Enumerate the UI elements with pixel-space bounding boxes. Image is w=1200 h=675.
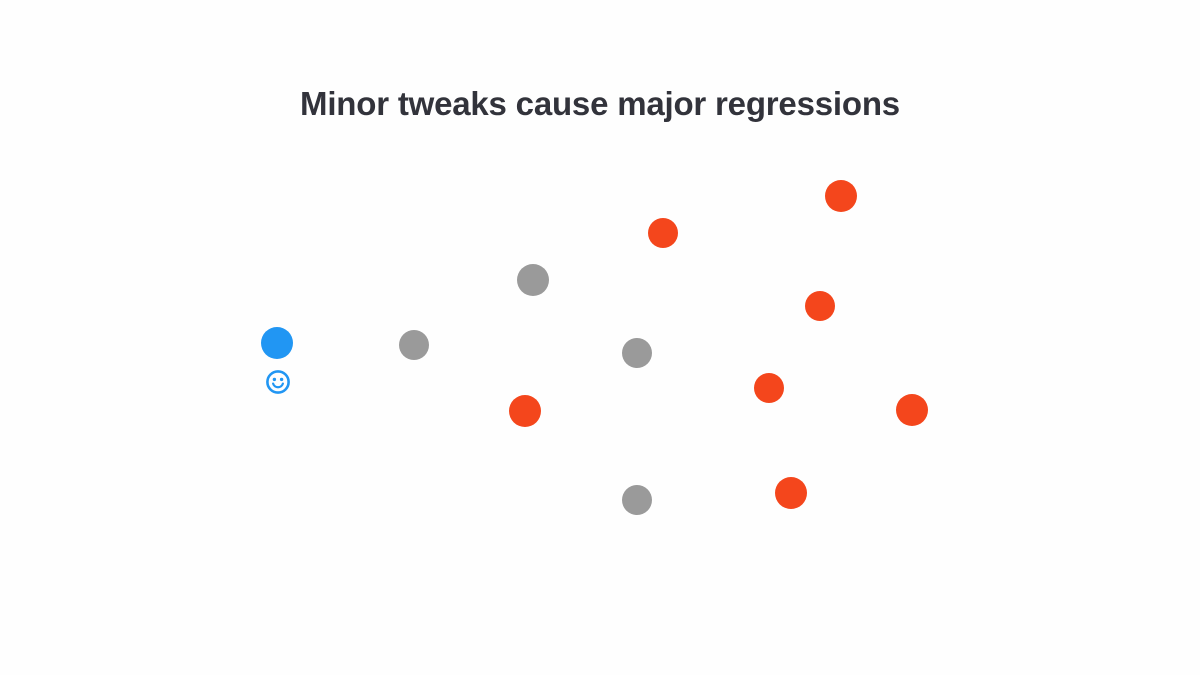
smiley-face-icon [266,370,290,394]
dot-regression [805,291,835,321]
dot-happy [261,327,293,359]
dot-regression [754,373,784,403]
dot-regression [896,394,928,426]
dot-neutral [622,338,652,368]
dot-regression [648,218,678,248]
dot-regression [825,180,857,212]
dot-neutral [399,330,429,360]
dot-neutral [517,264,549,296]
dot-regression [775,477,807,509]
dot-regression [509,395,541,427]
page-title: Minor tweaks cause major regressions [300,85,900,122]
dot-neutral [622,485,652,515]
